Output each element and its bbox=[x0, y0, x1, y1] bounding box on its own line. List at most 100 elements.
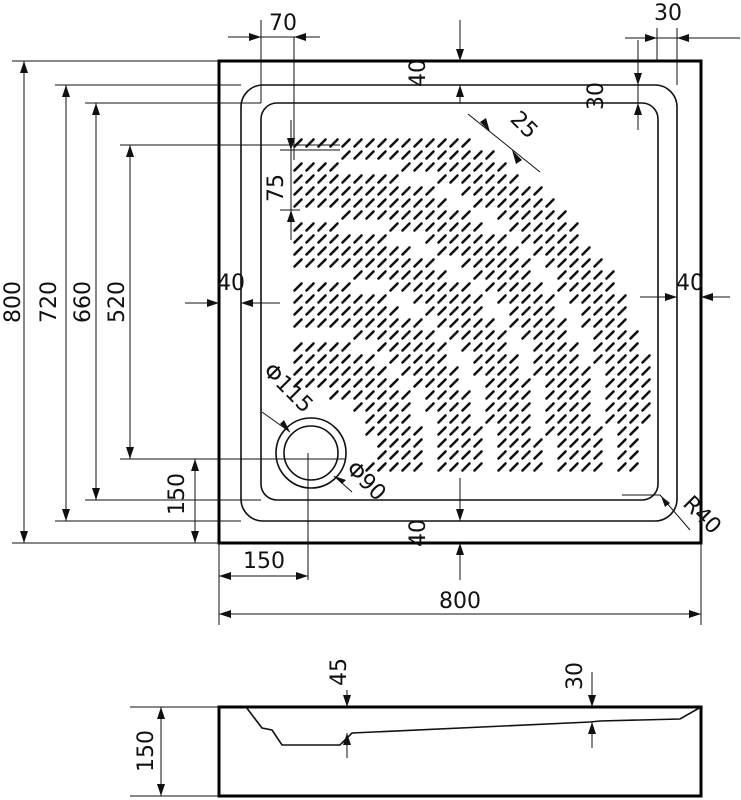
texture-slot bbox=[521, 414, 531, 424]
texture-slot bbox=[497, 258, 507, 268]
texture-slot bbox=[449, 246, 459, 256]
dimension-lines bbox=[12, 20, 740, 625]
texture-slot bbox=[425, 294, 435, 304]
texture-slot bbox=[545, 402, 555, 412]
texture-slot bbox=[461, 222, 471, 232]
texture-slot bbox=[533, 450, 543, 460]
texture-slot bbox=[389, 330, 399, 340]
texture-slot bbox=[341, 294, 351, 304]
texture-slot bbox=[569, 414, 579, 424]
texture-slot bbox=[593, 354, 603, 364]
texture-slot bbox=[617, 438, 627, 448]
texture-slot bbox=[293, 186, 303, 196]
texture-slot bbox=[449, 426, 459, 436]
texture-slot bbox=[377, 186, 387, 196]
texture-slot bbox=[425, 162, 435, 172]
texture-slot bbox=[341, 342, 351, 352]
texture-slot bbox=[293, 198, 303, 208]
dim-rim-height: 720 bbox=[37, 281, 62, 323]
texture-slot bbox=[521, 210, 531, 220]
texture-slot bbox=[353, 330, 363, 340]
texture-slot bbox=[341, 282, 351, 292]
texture-slot bbox=[473, 198, 483, 208]
texture-slot bbox=[305, 174, 315, 184]
texture-slot bbox=[521, 390, 531, 400]
texture-slot bbox=[425, 390, 435, 400]
texture-slot bbox=[617, 342, 627, 352]
texture-slot bbox=[557, 210, 567, 220]
texture-slot bbox=[401, 150, 411, 160]
texture-slot bbox=[317, 342, 327, 352]
texture-slot bbox=[581, 426, 591, 436]
texture-slot bbox=[353, 234, 363, 244]
texture-slot bbox=[437, 198, 447, 208]
texture-slot bbox=[437, 174, 447, 184]
texture-slot bbox=[617, 462, 627, 472]
texture-slot bbox=[485, 318, 495, 328]
texture-slot bbox=[545, 426, 555, 436]
texture-slot bbox=[461, 342, 471, 352]
texture-slot bbox=[473, 222, 483, 232]
texture-slot bbox=[581, 378, 591, 388]
texture-slot bbox=[617, 306, 627, 316]
texture-slot bbox=[497, 210, 507, 220]
texture-slot bbox=[389, 198, 399, 208]
texture-slot bbox=[497, 186, 507, 196]
texture-slot bbox=[497, 330, 507, 340]
texture-slot bbox=[401, 450, 411, 460]
texture-slot bbox=[497, 402, 507, 412]
texture-slot bbox=[473, 342, 483, 352]
texture-slot bbox=[401, 282, 411, 292]
texture-slot bbox=[629, 414, 639, 424]
texture-slot bbox=[425, 342, 435, 352]
texture-slot bbox=[629, 378, 639, 388]
texture-slot bbox=[641, 378, 651, 388]
texture-slot bbox=[353, 246, 363, 256]
texture-slot bbox=[293, 342, 303, 352]
texture-slot bbox=[641, 366, 651, 376]
texture-slot bbox=[365, 258, 375, 268]
texture-slot bbox=[425, 198, 435, 208]
texture-slot bbox=[305, 294, 315, 304]
texture-slot bbox=[413, 150, 423, 160]
texture-slot bbox=[461, 282, 471, 292]
texture-slot bbox=[365, 318, 375, 328]
texture-slot bbox=[473, 354, 483, 364]
texture-slot bbox=[317, 258, 327, 268]
texture-slot bbox=[341, 258, 351, 268]
texture-slot bbox=[389, 354, 399, 364]
texture-slot bbox=[449, 150, 459, 160]
texture-slot bbox=[377, 138, 387, 148]
texture-slot bbox=[353, 150, 363, 160]
texture-slot bbox=[293, 222, 303, 232]
texture-slot bbox=[449, 282, 459, 292]
texture-slot bbox=[629, 462, 639, 472]
texture-slot bbox=[293, 366, 303, 376]
texture-slot bbox=[485, 270, 495, 280]
texture-slot bbox=[509, 306, 519, 316]
texture-slot bbox=[461, 318, 471, 328]
texture-slot bbox=[557, 414, 567, 424]
texture-slot bbox=[509, 426, 519, 436]
texture-slot bbox=[305, 366, 315, 376]
texture-slot bbox=[557, 270, 567, 280]
texture-slot bbox=[641, 354, 651, 364]
texture-slot bbox=[581, 450, 591, 460]
texture-slot bbox=[509, 294, 519, 304]
texture-slot bbox=[605, 270, 615, 280]
texture-slot bbox=[545, 246, 555, 256]
texture-slot bbox=[413, 330, 423, 340]
texture-slot bbox=[437, 342, 447, 352]
texture-slot bbox=[377, 366, 387, 376]
dim-texture-offset-y: 75 bbox=[264, 174, 289, 202]
texture-slot bbox=[629, 354, 639, 364]
texture-slot bbox=[329, 306, 339, 316]
texture-slot bbox=[509, 462, 519, 472]
texture-slot bbox=[617, 390, 627, 400]
texture-slot bbox=[473, 450, 483, 460]
texture-slot bbox=[389, 270, 399, 280]
texture-slot bbox=[401, 138, 411, 148]
dim-drain-inner-dia: Φ90 bbox=[341, 457, 391, 507]
texture-slot bbox=[533, 438, 543, 448]
texture-slot bbox=[473, 246, 483, 256]
